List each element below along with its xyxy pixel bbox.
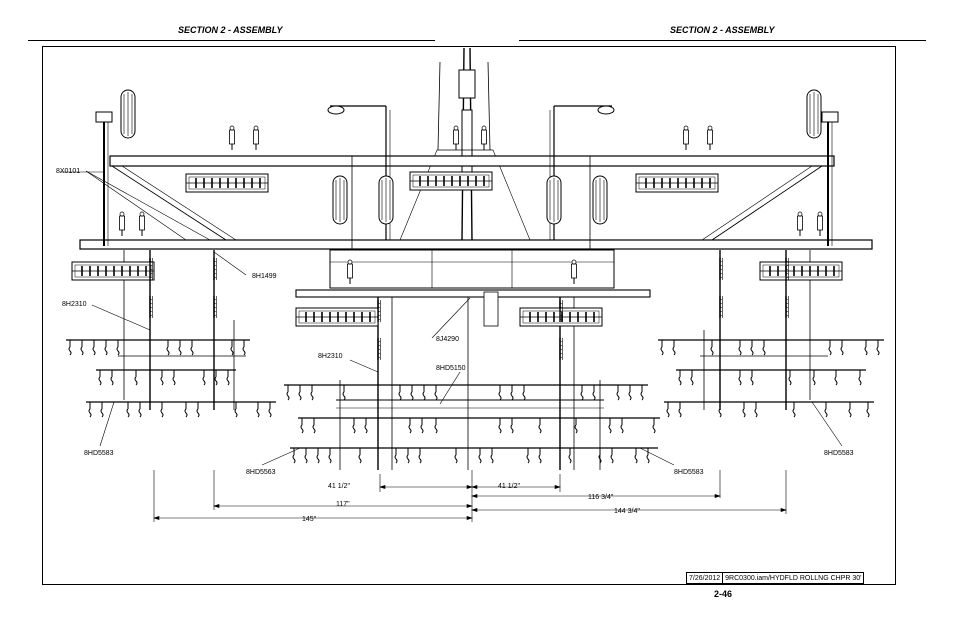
dimension-117: 117" — [336, 501, 350, 508]
callout-8hd5150: 8HD5150 — [436, 365, 466, 372]
callout-8j4290: 8J4290 — [436, 336, 459, 343]
dimension-144-three-quarter: 144 3/4" — [614, 508, 640, 515]
callout-8h2310-left: 8H2310 — [62, 301, 87, 308]
callout-8x0101: 8X0101 — [56, 168, 80, 175]
callout-8hd5583-left: 8HD5583 — [84, 450, 114, 457]
callout-leaders — [85, 170, 843, 466]
title-block: 7/26/2012 9RC0300.iam/HYDFLD ROLLNG CHPR… — [686, 572, 865, 584]
drawing-date: 7/26/2012 — [687, 573, 724, 583]
right-header-rule — [519, 40, 926, 41]
dimension-145: 145" — [302, 516, 317, 523]
dimension-lines — [153, 470, 787, 522]
left-section-title: SECTION 2 - ASSEMBLY — [178, 25, 283, 35]
implement-line-art — [60, 47, 884, 470]
drawing-file-name: 9RC0300.iam/HYDFLD ROLLNG CHPR 30' — [725, 575, 862, 582]
callout-8hd5563: 8HD5563 — [246, 469, 276, 476]
wheel-mast-left — [327, 105, 615, 115]
callout-8hd5583-center: 8HD5583 — [674, 469, 704, 476]
right-section-title: SECTION 2 - ASSEMBLY — [670, 25, 775, 35]
callout-8hd5583-right: 8HD5583 — [824, 450, 854, 457]
callout-8h1499: 8H1499 — [252, 273, 277, 280]
left-header-rule — [28, 40, 435, 41]
dimension-116-three-quarter: 116 3/4" — [588, 494, 614, 501]
callout-8h2310-center: 8H2310 — [318, 353, 343, 360]
dimension-41-half-left: 41 1/2" — [328, 483, 350, 490]
page-number: 2-46 — [714, 589, 733, 599]
dimension-41-half-right: 41 1/2" — [498, 483, 520, 490]
